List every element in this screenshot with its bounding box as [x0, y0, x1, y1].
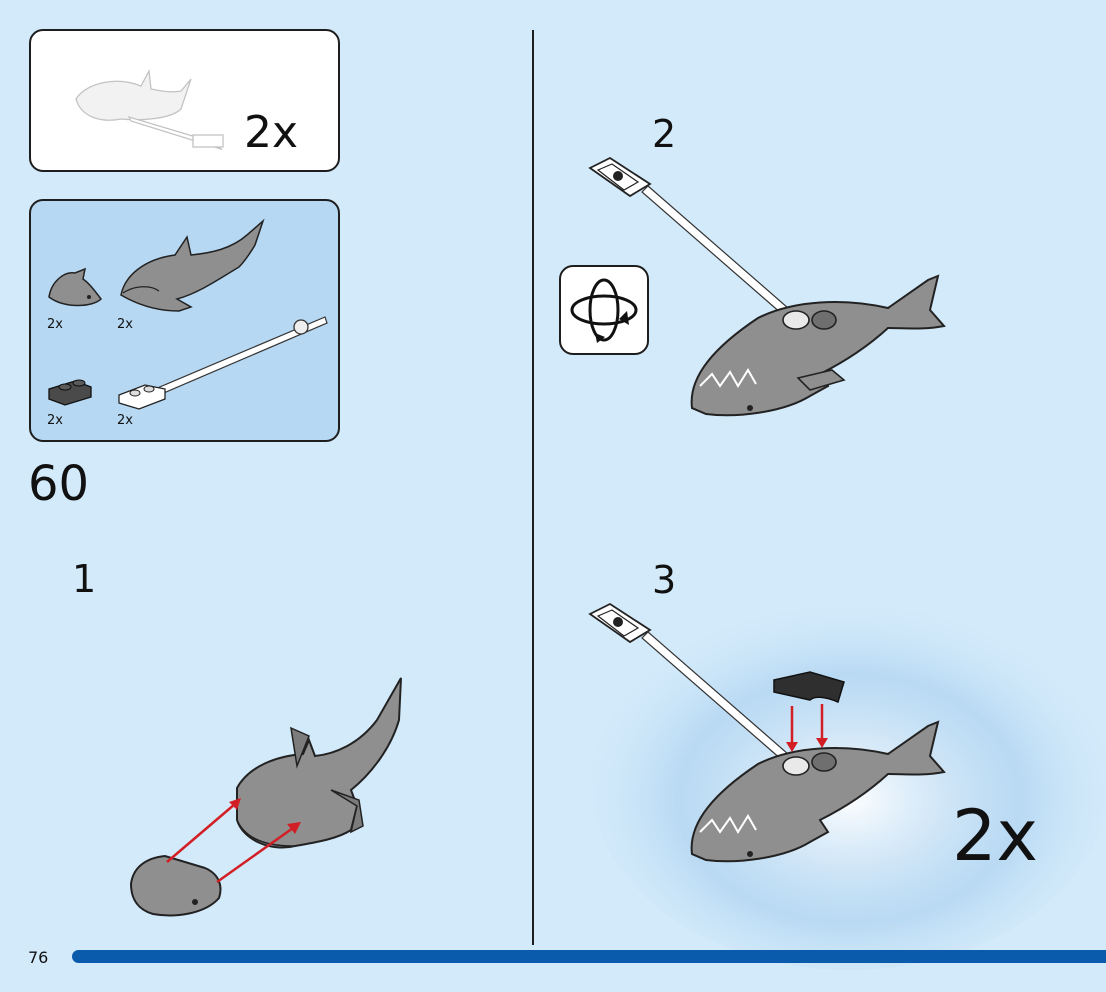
sub-model-preview: 2x	[29, 29, 340, 172]
page-progress-bar	[72, 950, 1106, 963]
parts-list-box: 2x 2x 2x 2x	[29, 199, 340, 442]
column-divider	[532, 30, 534, 945]
bar-with-plate-part	[115, 313, 335, 413]
main-step-number: 60	[28, 456, 89, 512]
shark-head-part	[45, 265, 115, 315]
step-3-repeat-count: 2x	[952, 795, 1038, 877]
step-2-illustration	[588, 150, 988, 450]
part-qty: 2x	[47, 413, 63, 428]
shark-body-part	[115, 215, 275, 315]
step-3-illustration	[588, 596, 988, 896]
sub-model-count: 2x	[244, 107, 298, 158]
part-qty: 2x	[117, 413, 133, 428]
part-qty: 2x	[47, 317, 63, 332]
page-number: 76	[28, 948, 48, 967]
step-1-illustration	[125, 670, 425, 940]
step-1-number: 1	[72, 557, 96, 601]
plate-1x2-dark-part	[45, 369, 105, 409]
